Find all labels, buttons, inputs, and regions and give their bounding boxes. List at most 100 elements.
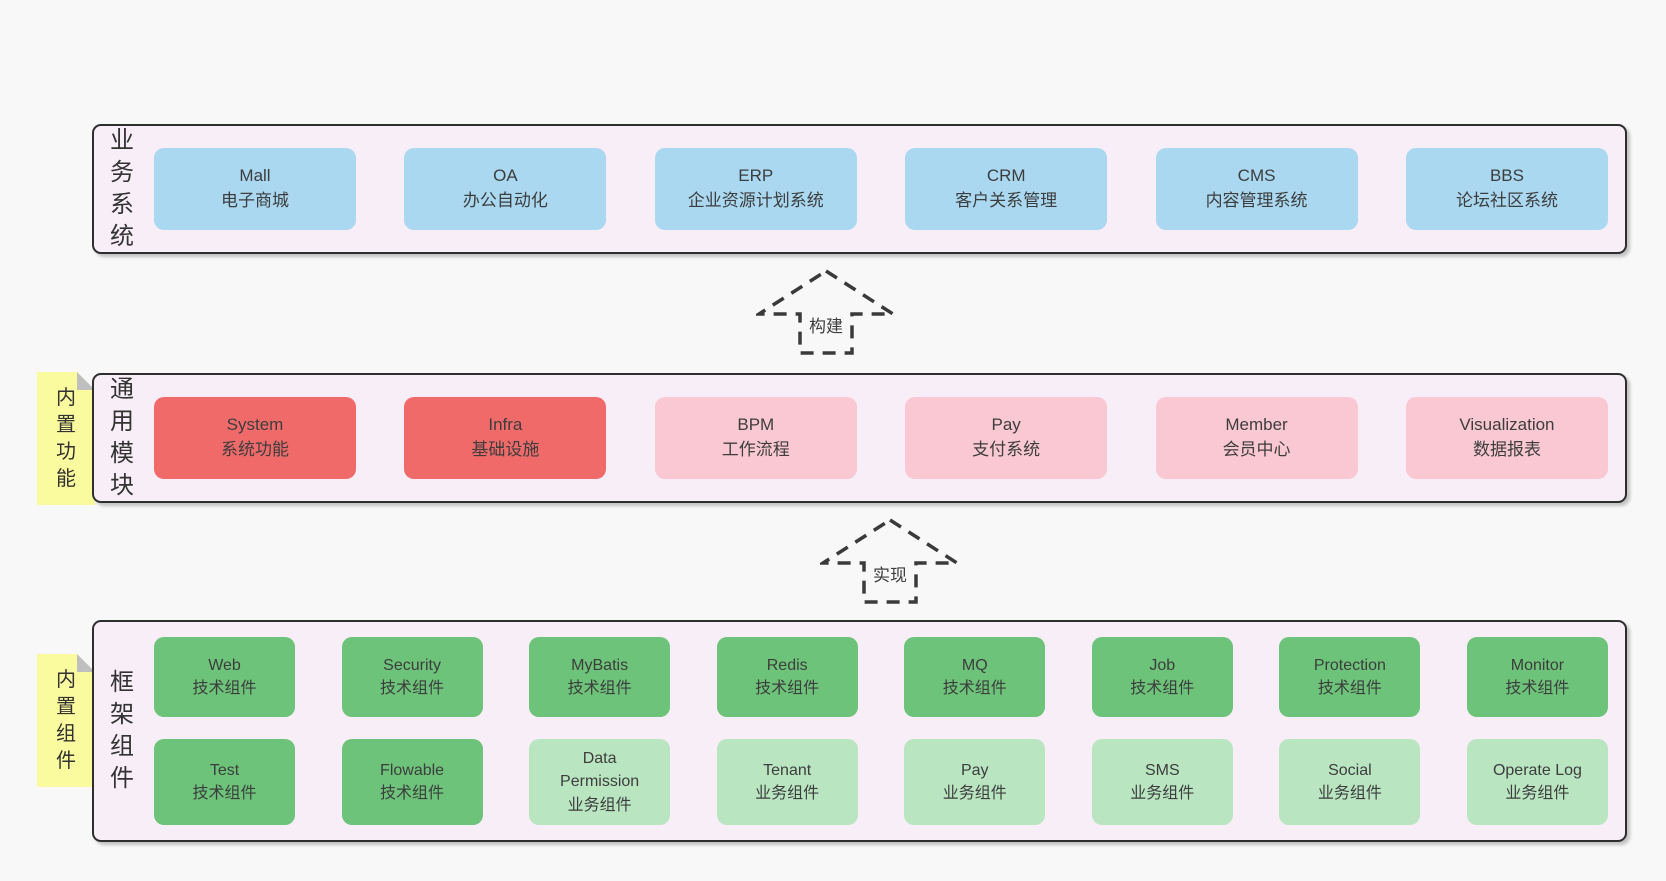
box-subtitle: 业务组件 bbox=[1317, 785, 1382, 802]
box-title: SMS bbox=[1144, 761, 1180, 779]
box-subtitle: 企业资源计划系统 bbox=[687, 191, 824, 210]
box-title: OA bbox=[493, 166, 518, 186]
box-title: Protection bbox=[1313, 656, 1386, 674]
box-security: Security 技术组件 bbox=[341, 637, 483, 717]
box-oa: OA 办公自动化 bbox=[404, 148, 607, 230]
box-monitor: Monitor 技术组件 bbox=[1466, 637, 1608, 717]
box-subtitle: 支付系统 bbox=[972, 440, 1041, 459]
box-pay-biz: Pay 业务组件 bbox=[904, 739, 1046, 825]
box-title: CMS bbox=[1237, 166, 1276, 186]
box-title: Flowable bbox=[380, 761, 445, 779]
arrow-label: 构建 bbox=[809, 317, 843, 336]
box-crm: CRM 客户关系管理 bbox=[905, 148, 1108, 230]
box-system: System 系统功能 bbox=[154, 397, 356, 479]
box-erp: ERP 企业资源计划系统 bbox=[654, 148, 857, 230]
layer-framework-components: 框架组件 Web 技术组件 Security 技术组件 MyBatis 技术组件… bbox=[92, 620, 1627, 842]
box-subtitle: 业务组件 bbox=[567, 796, 632, 814]
box-subtitle: 技术组件 bbox=[567, 680, 632, 697]
box-job: Job 技术组件 bbox=[1091, 637, 1233, 717]
box-pay: Pay 支付系统 bbox=[905, 397, 1108, 479]
box-tenant: Tenant 业务组件 bbox=[716, 739, 858, 825]
box-cms: CMS 内容管理系统 bbox=[1155, 148, 1358, 230]
box-member: Member 会员中心 bbox=[1155, 397, 1358, 479]
box-flowable: Flowable 技术组件 bbox=[341, 739, 483, 825]
box-mq: MQ 技术组件 bbox=[904, 637, 1046, 717]
box-subtitle: 客户关系管理 bbox=[955, 191, 1058, 210]
box-subtitle: 数据报表 bbox=[1472, 440, 1541, 459]
framework-components-rows: Web 技术组件 Security 技术组件 MyBatis 技术组件 Redi… bbox=[154, 622, 1608, 840]
box-subtitle: 业务组件 bbox=[942, 785, 1007, 802]
box-subtitle: 论坛社区系统 bbox=[1455, 191, 1558, 210]
box-subtitle: 办公自动化 bbox=[462, 191, 548, 210]
box-mybatis: MyBatis 技术组件 bbox=[529, 637, 671, 717]
box-operate-log: Operate Log 业务组件 bbox=[1466, 739, 1608, 825]
box-subtitle: 系统功能 bbox=[221, 440, 289, 459]
box-title: Member bbox=[1225, 415, 1288, 435]
box-title: BBS bbox=[1489, 166, 1524, 186]
box-title: MQ bbox=[961, 656, 988, 674]
box-title: System bbox=[226, 415, 284, 435]
box-title: ERP bbox=[738, 166, 774, 186]
box-title: Social bbox=[1328, 761, 1372, 779]
box-title: Tenant bbox=[763, 761, 812, 779]
box-title: CRM bbox=[986, 166, 1026, 186]
box-title: Web bbox=[208, 656, 241, 674]
box-subtitle: 技术组件 bbox=[942, 680, 1007, 697]
box-title: Mall bbox=[239, 166, 271, 186]
box-data-permission: Data Permission 业务组件 bbox=[529, 739, 671, 825]
box-subtitle: 技术组件 bbox=[192, 680, 257, 697]
box-subtitle: 业务组件 bbox=[1130, 785, 1195, 802]
box-subtitle: 技术组件 bbox=[380, 680, 445, 697]
box-subtitle: 业务组件 bbox=[755, 785, 820, 802]
box-bpm: BPM 工作流程 bbox=[654, 397, 857, 479]
box-infra: Infra 基础设施 bbox=[404, 397, 607, 479]
business-systems-row: Mall 电子商城 OA 办公自动化 ERP 企业资源计划系统 CRM 客户关系… bbox=[154, 126, 1608, 252]
note-label: 内置功能 bbox=[56, 386, 76, 490]
box-title: BPM bbox=[737, 415, 775, 435]
build-arrow-icon: 构建 bbox=[756, 268, 896, 355]
layer-title: 框架组件 bbox=[110, 669, 134, 792]
box-subtitle: 技术组件 bbox=[755, 680, 820, 697]
box-sms: SMS 业务组件 bbox=[1091, 739, 1233, 825]
box-subtitle: 基础设施 bbox=[471, 440, 540, 459]
box-title: Redis bbox=[766, 656, 808, 674]
note-built-in-components: 内置组件 bbox=[37, 654, 95, 787]
layer-common-modules: 通用模块 System 系统功能 Infra 基础设施 BPM 工作流程 Pay… bbox=[92, 373, 1627, 503]
box-title: Operate Log bbox=[1492, 761, 1582, 779]
note-label: 内置组件 bbox=[56, 668, 76, 772]
box-subtitle: 内容管理系统 bbox=[1205, 191, 1308, 210]
box-protection: Protection 技术组件 bbox=[1279, 637, 1421, 717]
box-subtitle: 技术组件 bbox=[1505, 680, 1570, 697]
box-title: Pay bbox=[991, 415, 1021, 435]
box-title: Visualization bbox=[1459, 415, 1555, 435]
box-visualization: Visualization 数据报表 bbox=[1405, 397, 1608, 479]
box-web: Web 技术组件 bbox=[154, 637, 295, 717]
box-subtitle: 业务组件 bbox=[1505, 785, 1570, 802]
biz-components-row: Test 技术组件 Flowable 技术组件 Data Permission … bbox=[154, 739, 1608, 825]
layer-title: 通用模块 bbox=[110, 376, 134, 499]
box-title: Data Permission bbox=[560, 750, 640, 791]
box-test: Test 技术组件 bbox=[154, 739, 295, 825]
box-subtitle: 技术组件 bbox=[192, 785, 257, 802]
box-title: Pay bbox=[960, 761, 989, 779]
box-title: Monitor bbox=[1510, 656, 1565, 674]
arrow-label: 实现 bbox=[873, 566, 907, 585]
box-subtitle: 技术组件 bbox=[380, 785, 445, 802]
box-subtitle: 会员中心 bbox=[1222, 440, 1291, 459]
box-title: Infra bbox=[488, 415, 523, 435]
box-subtitle: 技术组件 bbox=[1317, 680, 1382, 697]
box-title: Security bbox=[383, 656, 441, 674]
box-mall: Mall 电子商城 bbox=[154, 148, 356, 230]
box-social: Social 业务组件 bbox=[1279, 739, 1421, 825]
box-subtitle: 工作流程 bbox=[721, 440, 790, 459]
implement-arrow-icon: 实现 bbox=[820, 517, 960, 604]
box-bbs: BBS 论坛社区系统 bbox=[1405, 148, 1608, 230]
layer-business-systems: 业务系统 Mall 电子商城 OA 办公自动化 ERP 企业资源计划系统 CRM… bbox=[92, 124, 1627, 254]
tech-components-row: Web 技术组件 Security 技术组件 MyBatis 技术组件 Redi… bbox=[154, 637, 1608, 717]
box-redis: Redis 技术组件 bbox=[716, 637, 858, 717]
box-title: Test bbox=[209, 761, 240, 779]
box-subtitle: 技术组件 bbox=[1130, 680, 1195, 697]
box-title: MyBatis bbox=[571, 656, 629, 674]
box-title: Job bbox=[1149, 656, 1176, 674]
